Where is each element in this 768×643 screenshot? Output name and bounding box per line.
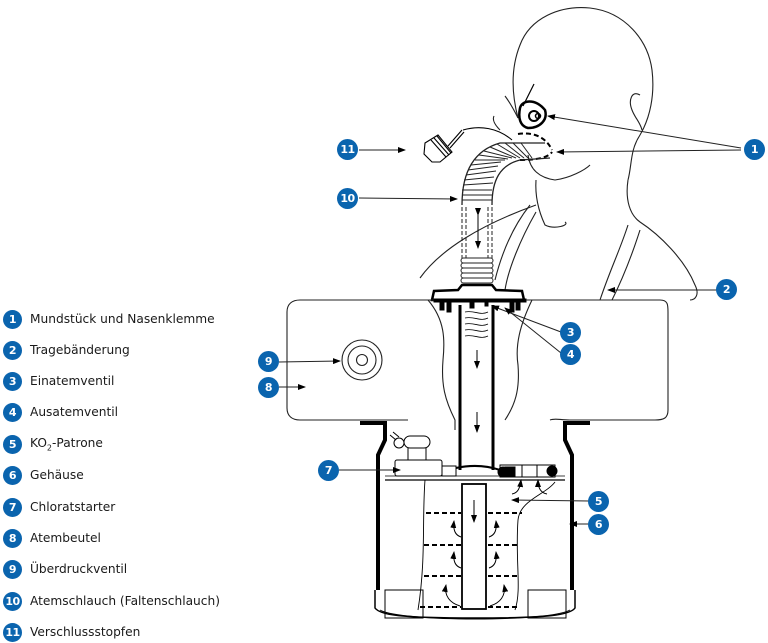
leader-5 <box>511 497 590 504</box>
legend-label: Tragebänderung <box>30 343 130 357</box>
legend-label: Mundstück und Nasenklemme <box>30 312 215 326</box>
legend-number-badge: 8 <box>3 528 22 548</box>
ko2-cartridge <box>417 479 556 611</box>
legend-number-badge: 10 <box>3 591 22 611</box>
leader-4 <box>504 307 562 354</box>
callout-8: 8 <box>258 377 279 398</box>
legend-item: 4 Ausatemventil <box>3 401 118 423</box>
legend-item: 2 Tragebänderung <box>3 339 130 361</box>
legend-item: 5 KO2-Patrone <box>3 433 103 455</box>
sealing-plug <box>423 127 513 163</box>
nose-clip <box>518 100 547 130</box>
legend-label: Gehäuse <box>30 468 84 482</box>
valve-housing <box>430 283 527 313</box>
legend-number-badge: 1 <box>3 309 22 329</box>
leader-1b <box>556 148 742 155</box>
callout-2: 2 <box>716 279 737 300</box>
breathing-hose <box>460 142 551 284</box>
legend-label: Verschlussstopfen <box>30 625 141 639</box>
legend-item: 3 Einatemventil <box>3 370 114 392</box>
mouthpiece <box>517 83 553 161</box>
bag-inner-right <box>504 299 533 421</box>
mouth-dashed <box>517 132 553 161</box>
strap-line-2 <box>504 211 537 291</box>
legend-label: Atemschlauch (Faltenschlauch) <box>30 594 220 608</box>
leader-3 <box>491 305 562 333</box>
legend-label: Chloratstarter <box>30 500 116 514</box>
leader-1a <box>547 114 742 149</box>
legend-item: 11 Verschlussstopfen <box>3 621 140 643</box>
callout-4: 4 <box>560 344 581 365</box>
head-outline <box>512 7 654 181</box>
person-outline <box>419 7 698 301</box>
legend-item: 8 Atembeutel <box>3 527 101 549</box>
face-outline <box>492 95 519 131</box>
legend-number-badge: 5 <box>3 434 22 454</box>
flow-arrows <box>441 479 548 607</box>
callout-1: 1 <box>744 139 765 160</box>
callout-11: 11 <box>337 139 358 160</box>
legend-label: KO2-Patrone <box>30 436 103 452</box>
canister-housing <box>360 421 590 620</box>
legend-item: 9 Überdruckventil <box>3 558 127 580</box>
legend-number-badge: 6 <box>3 465 22 485</box>
legend-label: Atembeutel <box>30 531 101 545</box>
neck-back <box>626 179 698 301</box>
strap-back-1 <box>599 224 629 301</box>
bag-inner-left <box>427 299 456 430</box>
legend-label: Überdruckventil <box>30 562 128 576</box>
legend-item: 1 Mundstück und Nasenklemme <box>3 308 215 330</box>
subscript: 2 <box>46 443 53 453</box>
legend-label: Einatemventil <box>30 374 115 388</box>
legend-number-badge: 3 <box>3 371 22 391</box>
legend-item: 10 Atemschlauch (Faltenschlauch) <box>3 590 220 612</box>
label-part: -Patrone <box>52 435 103 450</box>
breathing-bag <box>286 299 669 430</box>
legend-number-badge: 7 <box>3 497 22 517</box>
shoulder-left <box>419 204 537 279</box>
callout-9: 9 <box>258 351 279 372</box>
label-part: KO <box>30 435 47 450</box>
manifold <box>497 464 558 478</box>
callout-10: 10 <box>337 188 358 209</box>
callout-5: 5 <box>588 491 609 512</box>
callout-3: 3 <box>560 322 581 343</box>
hose-corrugations <box>462 142 533 201</box>
legend-label: Ausatemventil <box>30 405 119 419</box>
legend-number-badge: 4 <box>3 402 22 422</box>
callout-6: 6 <box>588 514 609 535</box>
leader-lines <box>278 114 742 527</box>
legend-number-badge: 2 <box>3 340 22 360</box>
legend-number-badge: 9 <box>3 559 22 579</box>
filter-layers <box>420 512 522 608</box>
strap-line-1 <box>494 204 531 281</box>
neck-front <box>535 179 567 228</box>
chin-outline <box>527 154 591 181</box>
leader-9 <box>278 358 341 365</box>
legend-number-badge: 11 <box>3 622 22 642</box>
callout-7: 7 <box>318 460 339 481</box>
legend-item: 6 Gehäuse <box>3 464 84 486</box>
ear-outline <box>629 93 643 131</box>
pressure-relief-valve <box>341 339 383 381</box>
lower-corrugations <box>460 257 494 284</box>
strap-back-2 <box>611 229 641 301</box>
leader-10 <box>358 195 458 202</box>
chlorate-starter <box>389 431 501 477</box>
central-tube <box>458 305 495 470</box>
legend-item: 7 Chloratstarter <box>3 496 115 518</box>
